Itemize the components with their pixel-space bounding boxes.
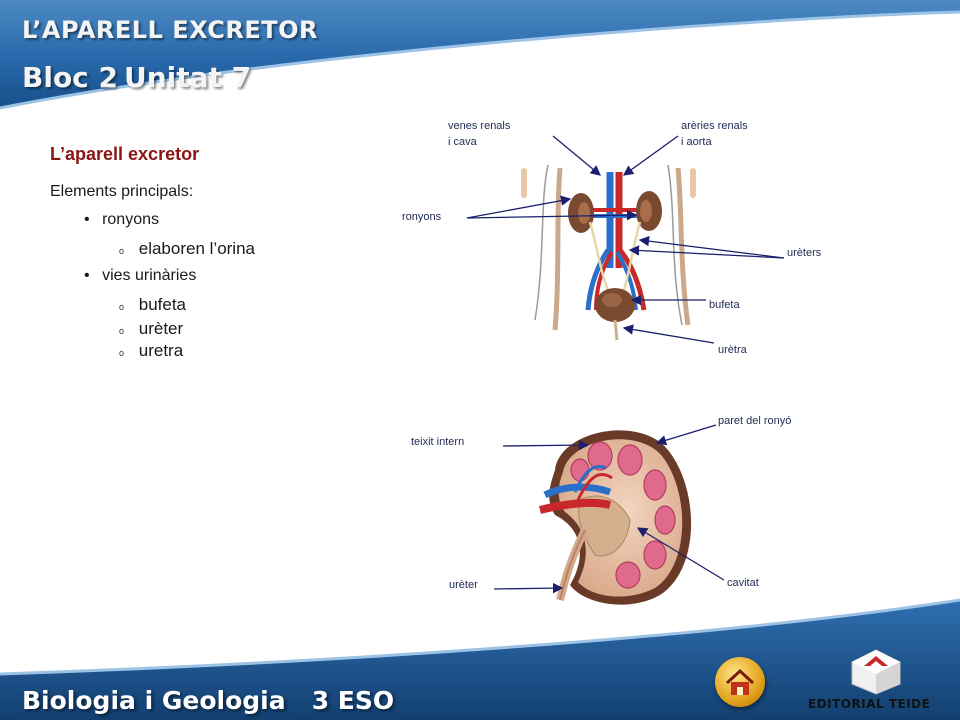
kidneys <box>568 191 662 233</box>
home-button[interactable] <box>715 657 765 707</box>
list-item-label: vies urinàries <box>102 267 197 284</box>
sub-list-item: o bufeta <box>119 295 186 315</box>
header-banner <box>0 0 960 110</box>
label-ureters: urèters <box>787 247 822 259</box>
list-item-label: ronyons <box>102 211 159 228</box>
sub-item-label: urèter <box>138 319 184 338</box>
footer-title: Biologia i Geologia 3 ESO <box>22 686 395 715</box>
sub-bullet: o <box>119 348 125 358</box>
section-title: L’aparell excretor <box>50 144 200 164</box>
header-bloc: Bloc 2 <box>22 61 119 94</box>
sub-bullet: o <box>119 326 125 336</box>
sub-item-label: bufeta <box>138 295 187 314</box>
sub-bullet: o <box>119 302 125 312</box>
bullet: • <box>84 267 90 284</box>
publisher-logo <box>848 648 904 696</box>
bladder <box>595 288 635 341</box>
label-arrows <box>466 135 785 344</box>
body-outline <box>521 164 696 331</box>
header-unitat: Unitat 7 <box>124 61 252 94</box>
label-arteries: arèries renals i aorta <box>681 120 748 148</box>
label-veins: venes renals i cava <box>448 120 511 148</box>
sub-list-item: o urèter <box>119 319 183 339</box>
teide-logo-icon <box>851 649 901 695</box>
header-title: L’APARELL EXCRETOR <box>22 16 319 44</box>
publisher-name: EDITORIAL TEIDE <box>808 697 931 711</box>
label-cavity: cavitat <box>727 577 759 589</box>
label-inner-tissue: teixit intern <box>411 436 465 448</box>
intro-text: Elements principals: <box>50 183 194 200</box>
home-icon <box>725 668 755 695</box>
bullet: • <box>84 211 90 228</box>
sub-bullet: o <box>119 246 125 256</box>
label-bladder: bufeta <box>709 299 740 311</box>
kidney-section <box>539 430 692 605</box>
kidney-label-arrows <box>493 424 725 594</box>
label-ureter: urèter <box>449 579 478 591</box>
sub-list-item: o elaboren l’orina <box>119 239 255 259</box>
list-item: • ronyons <box>84 211 159 229</box>
label-urethra: urètra <box>718 344 747 356</box>
list-item: • vies urinàries <box>84 267 196 285</box>
label-kidney-wall: paret del ronyó <box>718 415 792 427</box>
sub-list-item: o uretra <box>119 341 183 361</box>
label-kidneys: ronyons <box>402 211 442 223</box>
ureters <box>588 221 642 291</box>
sub-item-label: uretra <box>138 341 184 360</box>
sub-item-label: elaboren l’orina <box>138 239 255 258</box>
